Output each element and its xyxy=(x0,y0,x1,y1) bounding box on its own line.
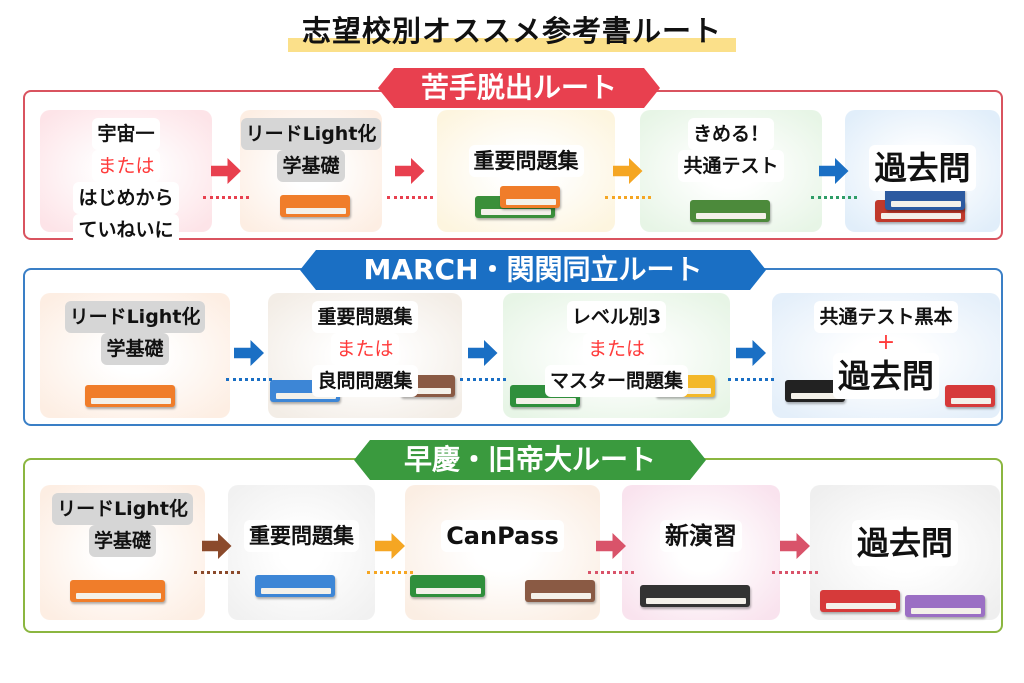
step-label-line: きめる！ xyxy=(687,118,774,150)
dotted-connector xyxy=(772,571,818,574)
route-banner: 苦手脱出ルート xyxy=(378,68,660,108)
step-label-line: または xyxy=(331,333,399,365)
book-icon xyxy=(525,580,595,602)
step-label-line: + xyxy=(876,330,896,355)
step-labels: 過去問 xyxy=(845,145,1000,191)
step-label-line: 共通テスト xyxy=(678,150,784,182)
step-labels: 共通テスト黒本+過去問 xyxy=(772,301,1000,399)
dotted-connector xyxy=(226,378,272,381)
book-icon xyxy=(70,580,165,602)
book-icon xyxy=(785,380,845,402)
step-label-line: ていねいに xyxy=(73,214,179,246)
book-icon xyxy=(500,186,560,208)
book-icon xyxy=(255,575,335,597)
dotted-connector xyxy=(810,196,857,199)
step-label-line: 重要問題集 xyxy=(312,301,418,333)
step-labels: 新演習 xyxy=(622,520,780,552)
dotted-connector xyxy=(588,571,634,574)
route-banner: 早慶・旧帝大ルート xyxy=(354,440,706,480)
book-icon xyxy=(690,200,770,222)
step-label-line: 学基礎 xyxy=(88,525,156,557)
step-label-line: 学基礎 xyxy=(101,333,169,365)
step-labels: きめる！共通テスト xyxy=(640,118,822,182)
step-labels: 重要問題集 xyxy=(437,145,615,177)
step-labels: リードLight化学基礎 xyxy=(40,493,205,557)
dotted-connector xyxy=(203,196,249,199)
step-label-line: リードLight化 xyxy=(240,118,382,150)
step-label-line: 重要問題集 xyxy=(244,520,359,552)
step-labels: 過去問 xyxy=(810,520,1000,566)
step-labels: 宇宙一またははじめからていねいに xyxy=(40,118,212,246)
step-labels: リードLight化学基礎 xyxy=(240,118,382,182)
route-step-card: CanPass xyxy=(405,485,600,620)
step-label-line: マスター問題集 xyxy=(544,365,688,397)
route-step-card: 宇宙一またははじめからていねいに xyxy=(40,110,212,246)
step-label-line: または xyxy=(92,150,160,182)
step-labels: 重要問題集 xyxy=(228,520,375,552)
route-banner: MARCH・関関同立ルート xyxy=(300,250,766,290)
step-label-line: または xyxy=(582,333,650,365)
step-label-line: 良問問題集 xyxy=(312,365,418,397)
book-icon xyxy=(640,585,750,607)
page-title: 志望校別オススメ参考書ルート xyxy=(0,8,1024,52)
step-label-line: 新演習 xyxy=(660,520,742,552)
route-step-card: 過去問 xyxy=(810,485,1000,620)
step-labels: CanPass xyxy=(405,520,600,552)
book-icon xyxy=(905,595,985,617)
step-labels: リードLight化学基礎 xyxy=(40,301,230,365)
step-label-line: リードLight化 xyxy=(64,301,206,333)
dotted-connector xyxy=(459,378,506,381)
book-icon xyxy=(410,575,485,597)
step-label-line: 過去問 xyxy=(869,145,976,191)
book-icon xyxy=(945,385,995,407)
dotted-connector xyxy=(193,571,240,574)
dotted-connector xyxy=(604,196,651,199)
step-label-line: はじめから xyxy=(73,182,179,214)
step-label-line: レベル別3 xyxy=(566,301,667,333)
book-icon xyxy=(885,188,965,210)
title-text: 志望校別オススメ参考書ルート xyxy=(287,8,736,52)
step-labels: 重要問題集または良問問題集 xyxy=(268,301,462,397)
step-label-line: 過去問 xyxy=(851,520,958,566)
step-label-line: CanPass xyxy=(441,520,564,552)
step-label-line: 宇宙一 xyxy=(92,118,160,150)
step-label-line: 学基礎 xyxy=(277,150,345,182)
book-icon xyxy=(280,195,350,217)
step-label-line: 共通テスト黒本 xyxy=(814,301,958,333)
dotted-connector xyxy=(728,378,774,381)
route-step-card: 共通テスト黒本+過去問 xyxy=(772,293,1000,418)
book-icon xyxy=(820,590,900,612)
dotted-connector xyxy=(367,571,413,574)
book-icon xyxy=(85,385,175,407)
dotted-connector xyxy=(386,196,433,199)
step-label-line: 重要問題集 xyxy=(468,145,584,177)
step-label-line: リードLight化 xyxy=(52,493,193,525)
step-label-line: 過去問 xyxy=(832,353,939,399)
route-step-card: 重要問題集 xyxy=(228,485,375,620)
